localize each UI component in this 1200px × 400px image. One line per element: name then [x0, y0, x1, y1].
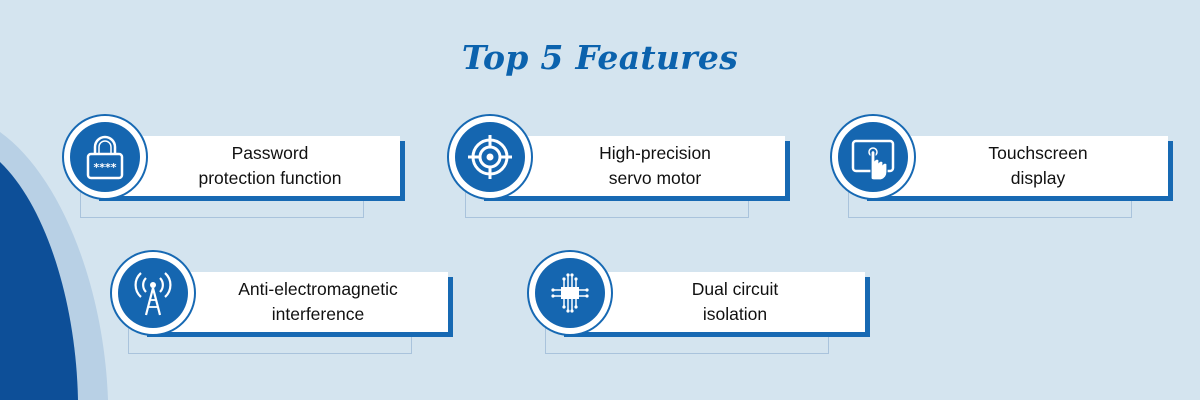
decorative-arc: [0, 132, 108, 400]
circuit-chip-icon: [527, 250, 613, 336]
touchscreen-hand-icon: [830, 114, 916, 200]
page-title: Top 5 Features: [461, 38, 739, 77]
svg-text:****: ****: [93, 161, 116, 174]
target-crosshair-icon: [447, 114, 533, 200]
password-lock-icon: ****: [62, 114, 148, 200]
antenna-signal-icon: [110, 250, 196, 336]
